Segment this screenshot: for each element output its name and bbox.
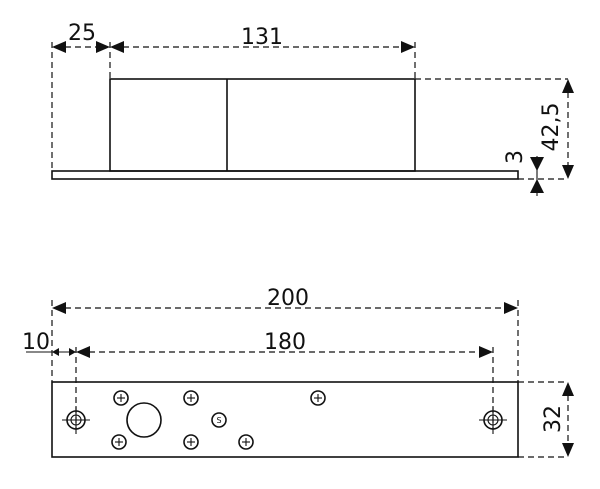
- base-plate-top: [51, 381, 519, 458]
- screw-s: [211, 412, 227, 428]
- screw-4: [111, 434, 127, 450]
- screw-s-label: S: [216, 416, 221, 425]
- screw-1: [113, 390, 129, 406]
- arrow-height-top: [562, 79, 574, 93]
- arrow-spacing-right: [479, 346, 493, 358]
- lock-body: [109, 78, 416, 172]
- bottom-view: 200 180 10 32: [22, 286, 574, 458]
- arrow-edge-right: [69, 348, 76, 356]
- mounting-hole-left: [62, 406, 90, 434]
- dim-label-hole-spacing: 180: [264, 330, 306, 355]
- arrow-spacing-left: [76, 346, 90, 358]
- top-view: 25 131 42,5 3: [51, 21, 574, 196]
- arrow-body-left: [110, 41, 124, 53]
- arrow-height-bottom: [562, 165, 574, 179]
- arrow-body-right: [401, 41, 415, 53]
- screw-6: [238, 434, 254, 450]
- arrow-thickness-bottom: [530, 179, 544, 193]
- base-plate-side: [51, 170, 519, 180]
- arrow-plate-right: [504, 302, 518, 314]
- arrow-offset-left: [52, 41, 66, 53]
- arrow-thickness-top: [530, 157, 544, 171]
- dim-label-offset: 25: [68, 21, 96, 46]
- mounting-hole-right: [479, 406, 507, 434]
- arrow-plate-left: [52, 302, 66, 314]
- dim-label-edge-offset: 10: [22, 330, 50, 355]
- dim-label-plate-width: 32: [541, 405, 566, 433]
- dim-label-height: 42,5: [539, 103, 564, 152]
- screw-5: [183, 434, 199, 450]
- arrow-offset-right: [96, 41, 110, 53]
- arrow-edge-left: [52, 348, 59, 356]
- arrow-width-top: [562, 382, 574, 396]
- screw-2: [183, 390, 199, 406]
- arrow-width-bottom: [562, 443, 574, 457]
- dim-label-plate-length: 200: [267, 286, 309, 311]
- screw-3: [310, 390, 326, 406]
- dim-label-thickness: 3: [503, 150, 528, 164]
- large-hole: [126, 402, 162, 438]
- dim-label-body-length: 131: [241, 25, 283, 50]
